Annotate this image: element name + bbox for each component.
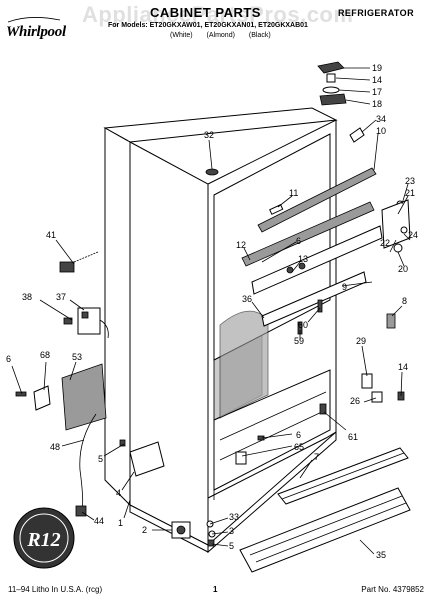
callout-8: 8 xyxy=(402,296,407,306)
part-35 xyxy=(239,487,411,573)
callout-14: 14 xyxy=(372,75,382,85)
color-list: (White) (Almond) (Black) xyxy=(170,32,271,39)
callout-12: 12 xyxy=(236,240,246,250)
part-9 xyxy=(251,225,383,295)
footer-page-number: 1 xyxy=(213,585,218,594)
whirlpool-swoosh-icon xyxy=(7,17,61,23)
part-20 xyxy=(393,243,403,253)
watermark: AppliancePartsPros.com xyxy=(82,2,354,27)
callout-61: 61 xyxy=(348,432,358,442)
callout-1: 1 xyxy=(118,518,123,528)
part-32 xyxy=(205,168,219,176)
callout-33: 33 xyxy=(229,512,239,522)
part-13 xyxy=(286,266,294,274)
callout-48: 48 xyxy=(50,442,60,452)
part-8 xyxy=(386,313,396,329)
part-4 xyxy=(129,441,165,477)
footer-part-number: Part No. 4379852 xyxy=(361,585,424,594)
part-24 xyxy=(400,226,408,234)
callout-10: 10 xyxy=(376,126,386,136)
callout-labels: 19 14 17 18 34 10 32 11 23 21 41 22 6 12… xyxy=(6,63,418,560)
callout-34: 34 xyxy=(376,114,386,124)
callout-7: 7 xyxy=(314,452,319,462)
part-53 xyxy=(61,363,107,431)
callout-13: 13 xyxy=(298,254,308,264)
callout-18: 18 xyxy=(372,99,382,109)
callout-37: 37 xyxy=(56,292,66,302)
callout-26: 26 xyxy=(350,396,360,406)
part-65 xyxy=(235,451,247,465)
callout-36: 36 xyxy=(242,294,252,304)
part-29 xyxy=(361,373,373,389)
page-title: CABINET PARTS xyxy=(150,5,261,20)
callout-29: 29 xyxy=(356,336,366,346)
part-38 xyxy=(63,317,73,325)
callout-5-b: 5 xyxy=(229,541,234,551)
color-black: (Black) xyxy=(248,32,271,39)
callout-5-a: 5 xyxy=(98,454,103,464)
callout-59: 59 xyxy=(294,336,304,346)
part-22 xyxy=(381,199,411,249)
callout-9: 9 xyxy=(342,282,347,292)
cabinet-shell xyxy=(103,107,338,554)
part-2 xyxy=(171,521,191,539)
brand-logo: Whirlpool xyxy=(6,24,66,40)
callout-60: 60 xyxy=(298,320,308,330)
callout-65: 65 xyxy=(294,442,304,452)
part-48 xyxy=(79,413,97,511)
callout-35: 35 xyxy=(376,550,386,560)
callout-68: 68 xyxy=(40,350,50,360)
callout-32: 32 xyxy=(204,130,214,140)
part-41 xyxy=(59,251,99,273)
callout-4: 4 xyxy=(116,488,121,498)
svg-text:R12: R12 xyxy=(26,529,60,551)
part-10 xyxy=(257,167,377,233)
part-37 xyxy=(77,307,109,339)
part-26 xyxy=(371,391,383,403)
part-44 xyxy=(75,505,87,517)
top-hinge-assembly xyxy=(317,61,347,106)
callout-23: 23 xyxy=(405,176,415,186)
callout-21: 21 xyxy=(405,188,415,198)
part-5-a xyxy=(119,439,126,447)
callout-6-upper: 6 xyxy=(296,236,301,246)
callout-11: 11 xyxy=(289,188,298,198)
color-almond: (Almond) xyxy=(206,32,235,39)
part-5-b xyxy=(207,539,215,547)
part-36 xyxy=(261,271,367,327)
part-68 xyxy=(33,385,51,411)
callout-20: 20 xyxy=(398,264,408,274)
part-61 xyxy=(319,403,327,415)
callout-19: 19 xyxy=(372,63,382,73)
part-60 xyxy=(317,299,323,313)
callout-6-center: 6 xyxy=(296,430,301,440)
part-12 xyxy=(241,201,375,267)
callout-22: 22 xyxy=(380,238,390,248)
callout-17: 17 xyxy=(372,87,382,97)
part-34 xyxy=(349,127,365,143)
callout-41: 41 xyxy=(46,230,56,240)
callout-14-lower: 14 xyxy=(398,362,408,372)
color-white: (White) xyxy=(170,32,193,39)
callout-24-upper: 24 xyxy=(408,230,418,240)
callout-44: 44 xyxy=(94,516,104,526)
callout-3: 3 xyxy=(229,526,234,536)
part-11 xyxy=(269,203,284,215)
part-6-left xyxy=(15,391,27,397)
callout-2: 2 xyxy=(142,525,147,535)
model-list: For Models: ET20GKXAW01, ET20GKXAN01, ET… xyxy=(108,22,308,29)
r12-stamp: R12 xyxy=(13,507,75,569)
footer-litho: 11–94 Litho In U.S.A. (rcg) xyxy=(8,585,103,594)
leader-lines xyxy=(11,67,411,555)
callout-53: 53 xyxy=(72,352,82,362)
callout-38: 38 xyxy=(22,292,32,302)
category-label: REFRIGERATOR xyxy=(338,8,414,18)
callout-6-left: 6 xyxy=(6,354,11,364)
